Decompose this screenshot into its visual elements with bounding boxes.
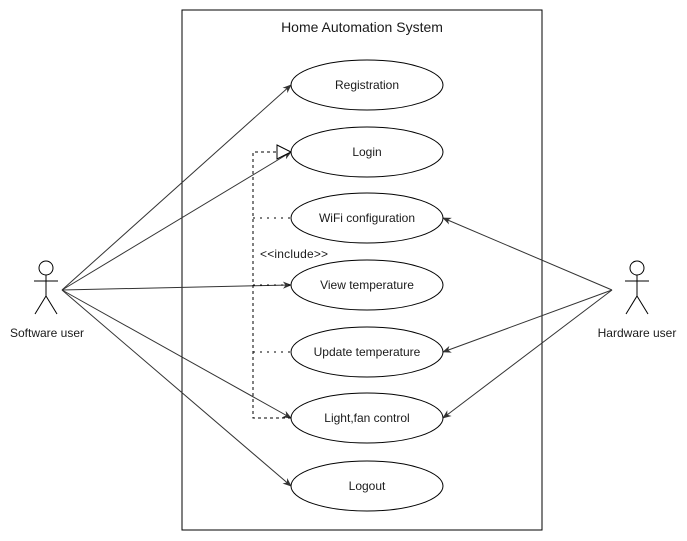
assoc-logout: [61, 289, 292, 487]
use-case-registration: Registration: [290, 59, 444, 111]
use-case-view-temperature: View temperature: [290, 259, 444, 311]
use-case-label: Registration: [335, 78, 399, 92]
use-case-label: WiFi configuration: [319, 211, 415, 225]
assoc-login: [61, 151, 292, 291]
include-label: <<include>>: [260, 247, 328, 261]
use-case-wifi-configuration: WiFi configuration: [290, 192, 444, 244]
actor-label-hardware: Hardware user: [598, 326, 677, 340]
assoc-registration: [61, 84, 292, 291]
assoc-update-temperature: [442, 289, 613, 353]
actor-software-user: [34, 260, 58, 315]
assoc-light-fan-hw: [442, 289, 613, 419]
use-case-update-temperature: Update temperature: [290, 326, 444, 378]
include-connectors: [252, 151, 291, 419]
assoc-view-temperature: [61, 281, 292, 291]
use-case-label: Update temperature: [314, 345, 421, 359]
system-boundary: [181, 9, 543, 531]
use-case-light-fan-control: Light,fan control: [290, 392, 444, 444]
use-case-label: Light,fan control: [324, 411, 409, 425]
assoc-wifi: [442, 217, 613, 291]
assoc-light-fan: [61, 289, 292, 419]
system-title: Home Automation System: [281, 19, 443, 35]
use-case-logout: Logout: [290, 460, 444, 512]
actor-head: [629, 260, 645, 276]
use-case-label: Logout: [349, 479, 386, 493]
use-case-label: Login: [352, 145, 381, 159]
use-case-label: View temperature: [320, 278, 414, 292]
software-associations: [61, 84, 292, 487]
include-arrowhead: [276, 144, 293, 160]
use-case-login: Login: [290, 126, 444, 178]
actor-hardware-user: [625, 260, 649, 315]
hardware-associations: [442, 217, 613, 419]
actor-head: [38, 260, 54, 276]
actor-label-software: Software user: [10, 326, 84, 340]
